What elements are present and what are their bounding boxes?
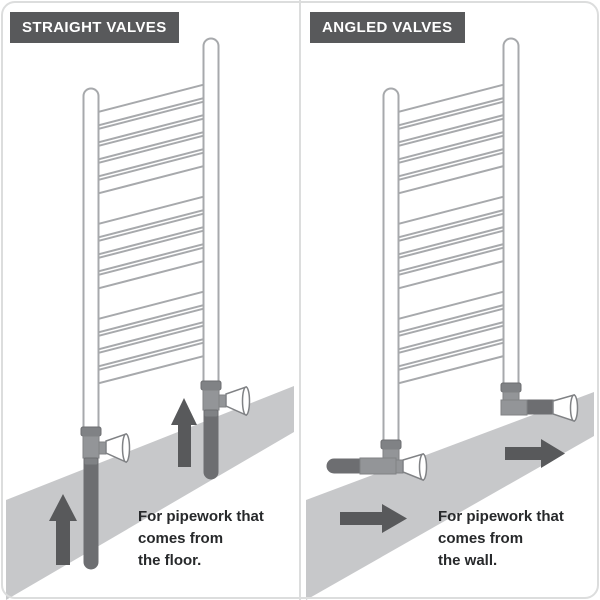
panel-straight-valves: STRAIGHT VALVES	[6, 0, 294, 600]
panel-angled-valves: ANGLED VALVES	[300, 0, 600, 600]
caption-line: comes from	[138, 529, 224, 547]
towel-radiator	[91, 46, 211, 445]
valve-knob-end	[418, 453, 428, 481]
knob-stem	[98, 441, 107, 455]
angled-valves-illustration	[306, 0, 594, 600]
valve-body-horizontal	[500, 399, 528, 416]
right-arrow-icon	[340, 504, 407, 533]
right-arrow-icon	[505, 439, 565, 468]
valve-collar	[80, 426, 102, 437]
floor-surface	[306, 392, 594, 600]
caption-line: the wall.	[438, 551, 498, 569]
valve-body-horizontal	[359, 457, 397, 475]
valve-body	[82, 435, 100, 459]
valve-collar	[500, 382, 522, 393]
caption-straight: For pipework that comes from the floor.	[138, 506, 293, 571]
angled-valve-right	[500, 382, 579, 423]
panel-title-straight: STRAIGHT VALVES	[10, 12, 179, 43]
knob-stem	[395, 459, 404, 474]
caption-line: comes from	[438, 529, 524, 547]
valve-knob-end	[121, 433, 131, 463]
valve-nut	[83, 457, 99, 466]
valve-knob-end	[241, 386, 251, 416]
valve-collar	[380, 439, 402, 450]
valve-knob-end	[569, 394, 579, 422]
caption-line: For pipework that	[138, 508, 264, 525]
towel-radiator	[391, 46, 511, 445]
knob-stem	[218, 394, 227, 408]
up-arrow-icon	[49, 494, 77, 565]
valve-nut	[203, 409, 219, 418]
straight-valve-left	[80, 426, 131, 570]
caption-line: the floor.	[138, 551, 202, 569]
straight-valve-right	[200, 380, 251, 480]
angled-valve-left	[326, 439, 428, 482]
floor-surface	[6, 386, 294, 600]
valve-body	[202, 389, 220, 411]
caption-line: For pipework that	[438, 508, 564, 525]
panel-divider	[299, 0, 301, 600]
caption-angled: For pipework that comes from the wall.	[438, 506, 593, 571]
straight-valves-illustration	[6, 0, 294, 600]
up-arrow-icon	[171, 398, 197, 467]
panel-title-angled: ANGLED VALVES	[310, 12, 465, 43]
valve-collar	[200, 380, 222, 391]
